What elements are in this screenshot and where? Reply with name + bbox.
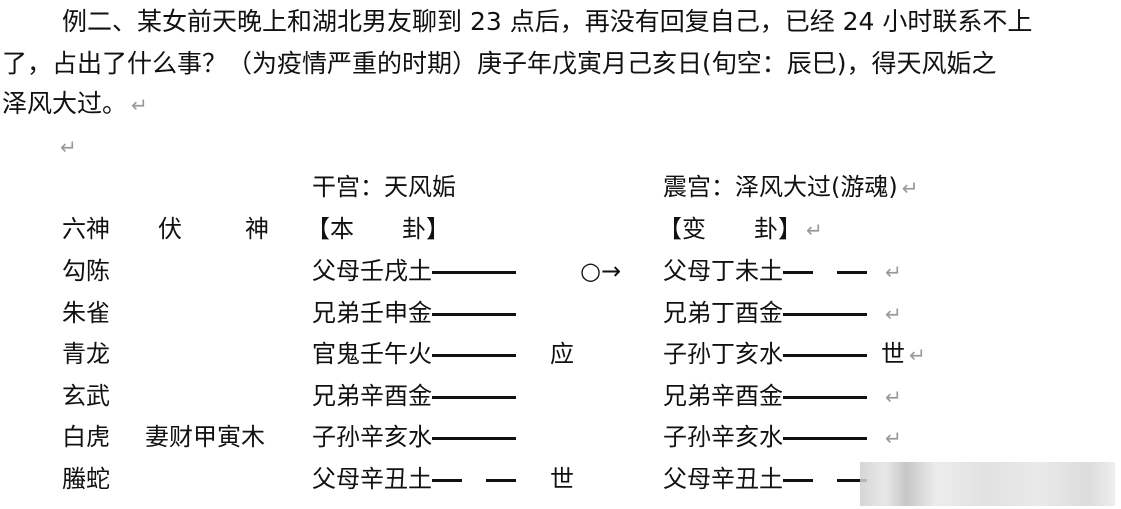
changed-line-text: 子孙辛亥水 [663,423,783,451]
yang-line-icon [432,304,516,324]
original-line: 父母辛丑土 [312,460,516,498]
yang-line-icon [783,345,867,365]
original-line-text: 父母辛丑土 [312,465,432,493]
changed-line-text: 兄弟丁酉金 [663,299,783,327]
paragraph-text: 了，占出了什么事？（为疫情严重的时期）庚子年戊寅月己亥日(旬空：辰巳)，得天风姤… [2,49,997,78]
yang-line-icon [783,304,867,324]
yang-line-icon [432,428,516,448]
original-hexagram-title: 干宫：天风姤 [312,173,456,201]
header-original: 【本 卦】 [306,215,450,243]
original-line-text: 官鬼壬午火 [312,340,432,368]
paragraph-mark-icon: ↵ [885,260,902,284]
six-spirit-label: 玄武 [62,382,110,410]
changed-line-text: 子孙丁亥水 [663,340,783,368]
six-spirit-label: 螣蛇 [62,465,110,493]
yang-line-icon [783,387,867,407]
original-line-text: 父母壬戌土 [312,257,432,285]
header-changed: 【变 卦】↵ [658,210,823,249]
six-spirit-label: 朱雀 [62,299,110,327]
yin-line-icon [783,470,867,490]
yang-line-icon [783,428,867,448]
changed-line: 兄弟辛酉金 ↵ [663,377,902,416]
moving-line-marker: ○→ [580,257,622,285]
changed-line: 父母辛丑土 [663,460,881,498]
original-line: 官鬼壬午火 [312,335,516,373]
changed-line-text: 父母丁未土 [663,257,783,285]
paragraph-line-3: 泽风大过。↵ [2,84,148,125]
paragraph-text: 泽风大过。 [2,89,128,118]
changed-line: 父母丁未土 ↵ [663,252,902,291]
yang-line-icon [432,262,516,282]
paragraph-text: 例二、某女前天晚上和湖北男友聊到 23 点后，再没有回复自己，已经 24 小时联… [62,7,1033,36]
paragraph-mark-icon: ↵ [901,176,919,200]
paragraph-mark-icon: ↵ [60,135,77,159]
original-line-text: 子孙辛亥水 [312,423,432,451]
paragraph-line-1: 例二、某女前天晚上和湖北男友聊到 23 点后，再没有回复自己，已经 24 小时联… [62,2,1032,42]
changed-line-text: 父母辛丑土 [663,465,783,493]
paragraph-mark-icon: ↵ [885,385,902,409]
empty-line: ↵ [56,126,77,167]
changed-hexagram-title: 震宫：泽风大过(游魂)↵ [663,168,919,207]
changed-line: 子孙丁亥水 世↵ [663,335,926,374]
changed-line: 子孙辛亥水 ↵ [663,418,902,457]
paragraph-mark-icon: ↵ [885,302,902,326]
yang-line-icon [432,387,516,407]
six-spirit-label: 勾陈 [62,257,110,285]
six-spirit-label: 青龙 [62,340,110,368]
original-line: 父母壬戌土 [312,252,516,290]
shi-ying-marker: 应 [550,340,574,368]
hidden-spirit-label: 妻财甲寅木 [145,423,265,451]
changed-line: 兄弟丁酉金 ↵ [663,294,902,333]
blurred-watermark [860,462,1115,506]
yin-line-icon [783,262,867,282]
paragraph-line-2: 了，占出了什么事？（为疫情严重的时期）庚子年戊寅月己亥日(旬空：辰巳)，得天风姤… [2,44,997,84]
yin-line-icon [432,470,516,490]
yang-line-icon [432,345,516,365]
header-hidden-1: 伏 [158,215,182,243]
original-line-text: 兄弟辛酉金 [312,382,432,410]
header-hidden-2: 神 [245,215,269,243]
paragraph-mark-icon: ↵ [131,93,148,117]
header-changed-text: 【变 卦】 [658,215,802,243]
original-line-text: 兄弟壬申金 [312,299,432,327]
paragraph-mark-icon: ↵ [806,218,823,242]
paragraph-mark-icon: ↵ [909,343,926,367]
shi-ying-marker: 世 [881,340,905,368]
original-line: 兄弟壬申金 [312,294,516,332]
shi-ying-marker: 世 [550,465,574,493]
original-line: 子孙辛亥水 [312,418,516,456]
paragraph-mark-icon: ↵ [885,426,902,450]
changed-line-text: 兄弟辛酉金 [663,382,783,410]
header-six-spirits: 六神 [62,215,110,243]
changed-title-text: 震宫：泽风大过(游魂) [663,173,898,201]
original-line: 兄弟辛酉金 [312,377,516,415]
six-spirit-label: 白虎 [62,423,110,451]
